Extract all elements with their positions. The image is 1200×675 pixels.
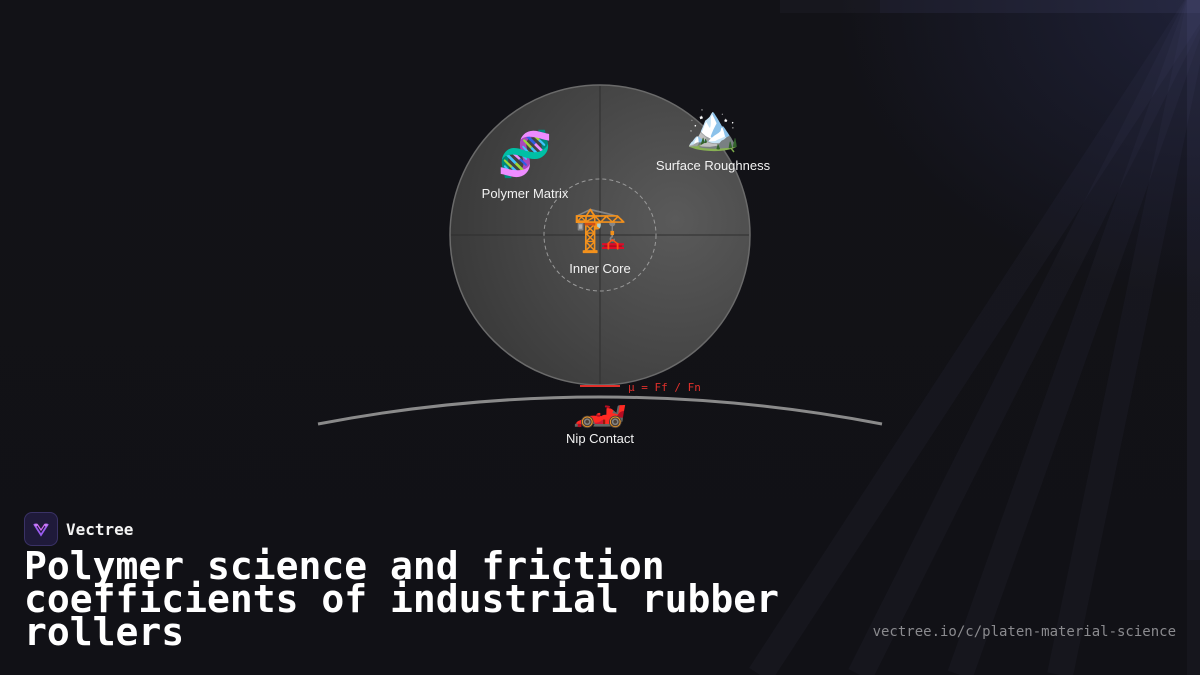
brand-name: Vectree [66,519,134,539]
polymer-matrix-label: Polymer Matrix [481,186,569,201]
substrate-arc [317,395,883,426]
page-title: Polymer science and friction coefficient… [24,544,779,654]
inner-core-label: Inner Core [569,261,631,276]
friction-formula: μ = Ff / Fn [628,381,701,394]
page-url[interactable]: vectree.io/c/platen-material-science [872,624,1176,640]
surface-leader-line [722,137,735,153]
crane-icon: 🏗️ [572,204,628,255]
mountain-icon: 🏔️ [685,102,741,153]
brand[interactable]: Vectree [24,512,133,546]
dna-icon: 🧬 [497,129,553,180]
vectree-logo-icon [24,512,58,546]
nip-contact-label: Nip Contact [566,431,634,446]
race-car-icon: 🏎️ [572,379,628,430]
inner-core-ring [543,178,657,292]
surface-roughness-label: Surface Roughness [655,158,771,173]
